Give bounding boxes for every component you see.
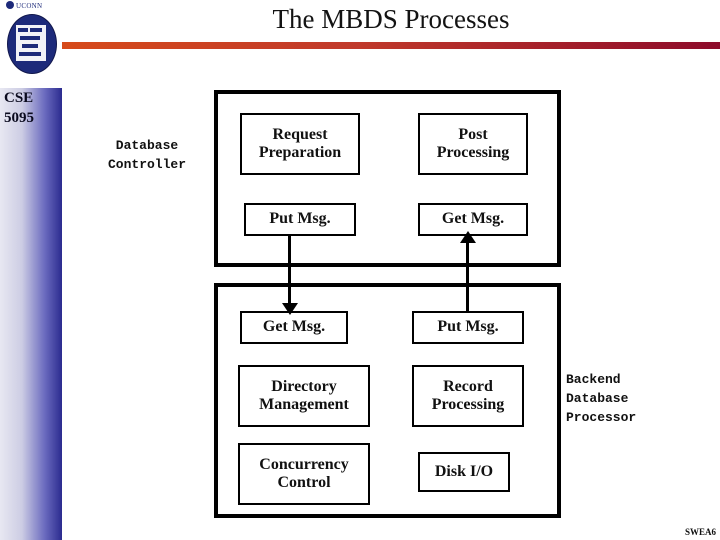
node-put-msg-top[interactable]: Put Msg. (244, 203, 356, 236)
arrow-up-icon (460, 231, 476, 243)
uconn-logo: UCONN (2, 0, 60, 88)
sidebar: UCONN CSE 5095 (0, 0, 62, 540)
node-disk-io[interactable]: Disk I/O (418, 452, 510, 492)
node-put-msg-bottom[interactable]: Put Msg. (412, 311, 524, 344)
node-concurrency-control[interactable]: Concurrency Control (238, 443, 370, 505)
node-record-processing[interactable]: Record Processing (412, 365, 524, 427)
label-database-controller: Database Controller (107, 138, 186, 172)
label-backend-database-processor: Backend Database Processor (566, 372, 637, 425)
logo-dot-icon (6, 1, 14, 9)
course-code-line-2: 5095 (4, 110, 34, 126)
node-request-preparation[interactable]: Request Preparation (240, 113, 360, 175)
node-post-processing[interactable]: Post Processing (418, 113, 528, 175)
title-divider (62, 42, 720, 49)
course-code-line-1: CSE (4, 90, 34, 106)
footer-code: SWEA6 (684, 527, 716, 537)
uconn-wordmark: UCONN (6, 1, 42, 10)
uconn-seal-icon (7, 14, 57, 74)
node-directory-management[interactable]: Directory Management (238, 365, 370, 427)
connector-put-to-get-down-line (288, 236, 291, 308)
node-get-msg-top[interactable]: Get Msg. (418, 203, 528, 236)
slide-title: The MBDS Processes (272, 4, 510, 34)
uconn-wordmark-text: UCONN (16, 2, 43, 10)
connector-put-to-get-up-line (466, 243, 469, 313)
seal-inner-emblem-icon (16, 25, 46, 61)
node-get-msg-bottom[interactable]: Get Msg. (240, 311, 348, 344)
arrow-down-icon (282, 303, 298, 315)
